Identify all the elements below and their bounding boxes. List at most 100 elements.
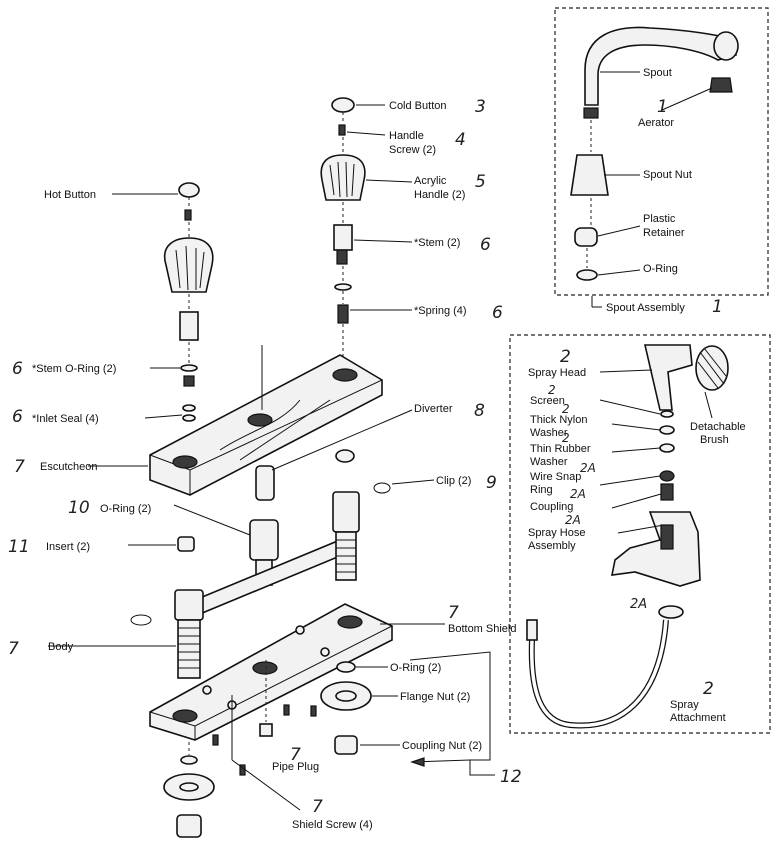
spout-oring-part (576, 269, 598, 281)
screen-label: Screen (530, 395, 565, 407)
spray-hose-part (528, 619, 669, 729)
oring-label: O-Ring (2) (100, 503, 151, 515)
insert-part (177, 536, 195, 552)
cold-handle-stack: Cold Button 3 Handle Screw (2) 4 Acrylic… (320, 97, 503, 360)
insert-number: 11 (8, 537, 30, 557)
hot-coupling-nut-part (176, 814, 202, 838)
screen-number: 2 (548, 383, 556, 397)
detachable-brush-part (695, 345, 729, 391)
spout-oring-leader (597, 269, 641, 276)
screen-part (660, 410, 674, 418)
shield-screw-part-4 (310, 705, 317, 717)
handle-screw-label-2: Screw (2) (389, 144, 436, 156)
hose-leader (617, 524, 665, 534)
spray-attachment-group: 2 Spray Head 2 Screen 2 Thick Nylon Wash… (509, 334, 771, 734)
spray-head-label: Spray Head (528, 367, 586, 379)
stem-oring-number: 6 (12, 359, 23, 379)
coupling-number: 2A (570, 487, 586, 501)
bottom-shield-number: 7 (448, 603, 459, 623)
plastic-retainer-part (574, 227, 598, 247)
clip-number: 9 (486, 473, 497, 493)
left-shank-top (174, 589, 204, 621)
thick-washer-label-1: Thick Nylon (530, 414, 587, 426)
shield-screw-leader (231, 759, 301, 811)
coupling-label: Coupling (530, 501, 573, 513)
hot-lower-oring-part (180, 755, 198, 765)
acrylic-handle-number: 5 (475, 172, 486, 192)
clip-label: Clip (2) (436, 475, 471, 487)
clip-part (373, 482, 391, 494)
thin-washer-label-1: Thin Rubber (530, 443, 591, 455)
brush-leader (704, 391, 713, 419)
left-shank (177, 619, 201, 679)
hot-handle-part (163, 237, 214, 293)
spout-nut-label: Spout Nut (643, 169, 692, 181)
center-tee-part (249, 519, 279, 561)
insert-label: Insert (2) (46, 541, 90, 553)
bottom-shield-group: 7 Bottom Shield O-Ring (2) Flange Nut (2… (149, 603, 522, 838)
diverter-leader (271, 409, 413, 471)
spout-assembly-number: 1 (712, 297, 723, 317)
hot-screw-part (184, 209, 192, 221)
stem-number: 6 (480, 235, 491, 255)
stem-lower (336, 249, 348, 265)
spray-hose-label-1: Spray Hose (528, 527, 585, 539)
acrylic-handle-part (320, 154, 366, 201)
wire-snap-part (659, 470, 675, 482)
stem-oring-label: *Stem O-Ring (2) (32, 363, 116, 375)
acrylic-handle-label-2: Handle (2) (414, 189, 465, 201)
lower-oring-label: O-Ring (2) (390, 662, 441, 674)
aerator-part (709, 77, 733, 93)
handle-screw-leader (346, 131, 386, 136)
stem-label: *Stem (2) (414, 237, 460, 249)
spout-thread (583, 107, 599, 119)
spring-number: 6 (492, 303, 503, 323)
acrylic-handle-leader (365, 179, 413, 183)
cold-button-number: 3 (475, 97, 486, 117)
left-clip-part (130, 614, 152, 626)
coupling-nut-label: Coupling Nut (2) (402, 740, 482, 752)
thin-number: 2 (562, 431, 570, 445)
spray-hose-bracket-part (610, 511, 701, 587)
shield-screw-number: 7 (312, 797, 323, 817)
hose-number: 2A (565, 513, 581, 527)
spout-nut-part (570, 154, 609, 196)
spray-attach-number: 2 (703, 679, 714, 699)
retainer-leader (597, 225, 641, 237)
escutcheon-group: 7 Escutcheon (14, 345, 383, 496)
shield-screw-label: Shield Screw (4) (292, 819, 373, 831)
spout-oring-label: O-Ring (643, 263, 678, 275)
spout-tip (713, 31, 739, 61)
stem-washer (334, 283, 352, 291)
spray-head-number: 2 (560, 347, 571, 367)
hot-button-label: Hot Button (44, 189, 96, 201)
shield-screw-part-3 (283, 704, 290, 716)
diverter-number: 8 (474, 401, 485, 421)
spout-label: Spout (643, 67, 672, 79)
flange-nut-label: Flange Nut (2) (400, 691, 470, 703)
pipe-plug-part (259, 723, 273, 737)
hot-stem-part (179, 311, 199, 341)
body-label: Body (48, 641, 74, 653)
bracket-12 (409, 651, 495, 776)
hot-stem-oring-part (180, 364, 198, 372)
oring-number: 10 (68, 498, 90, 518)
handle-screw-number: 4 (455, 130, 466, 150)
hot-button-part (178, 182, 200, 198)
coupling-part (660, 483, 674, 501)
spray-head-leader (599, 369, 653, 373)
inlet-seal-label: *Inlet Seal (4) (32, 413, 99, 425)
bottom-shield-label: Bottom Shield (448, 623, 516, 635)
body-number: 7 (8, 639, 19, 659)
spout-assembly-box (554, 7, 769, 296)
thick-washer-leader (611, 423, 661, 431)
detachable-brush-label-2: Brush (700, 434, 729, 446)
wire-snap-label-2: Ring (530, 484, 553, 496)
inlet-seal-part (182, 404, 196, 412)
coupling-leader (611, 493, 662, 509)
body-group: 7 Body (8, 491, 360, 679)
thick-washer-label-2: Washer (530, 427, 568, 439)
hose-end-part (526, 619, 538, 641)
handle-screw-label-1: Handle (389, 130, 424, 142)
plastic-retainer-label-2: Retainer (643, 227, 685, 239)
